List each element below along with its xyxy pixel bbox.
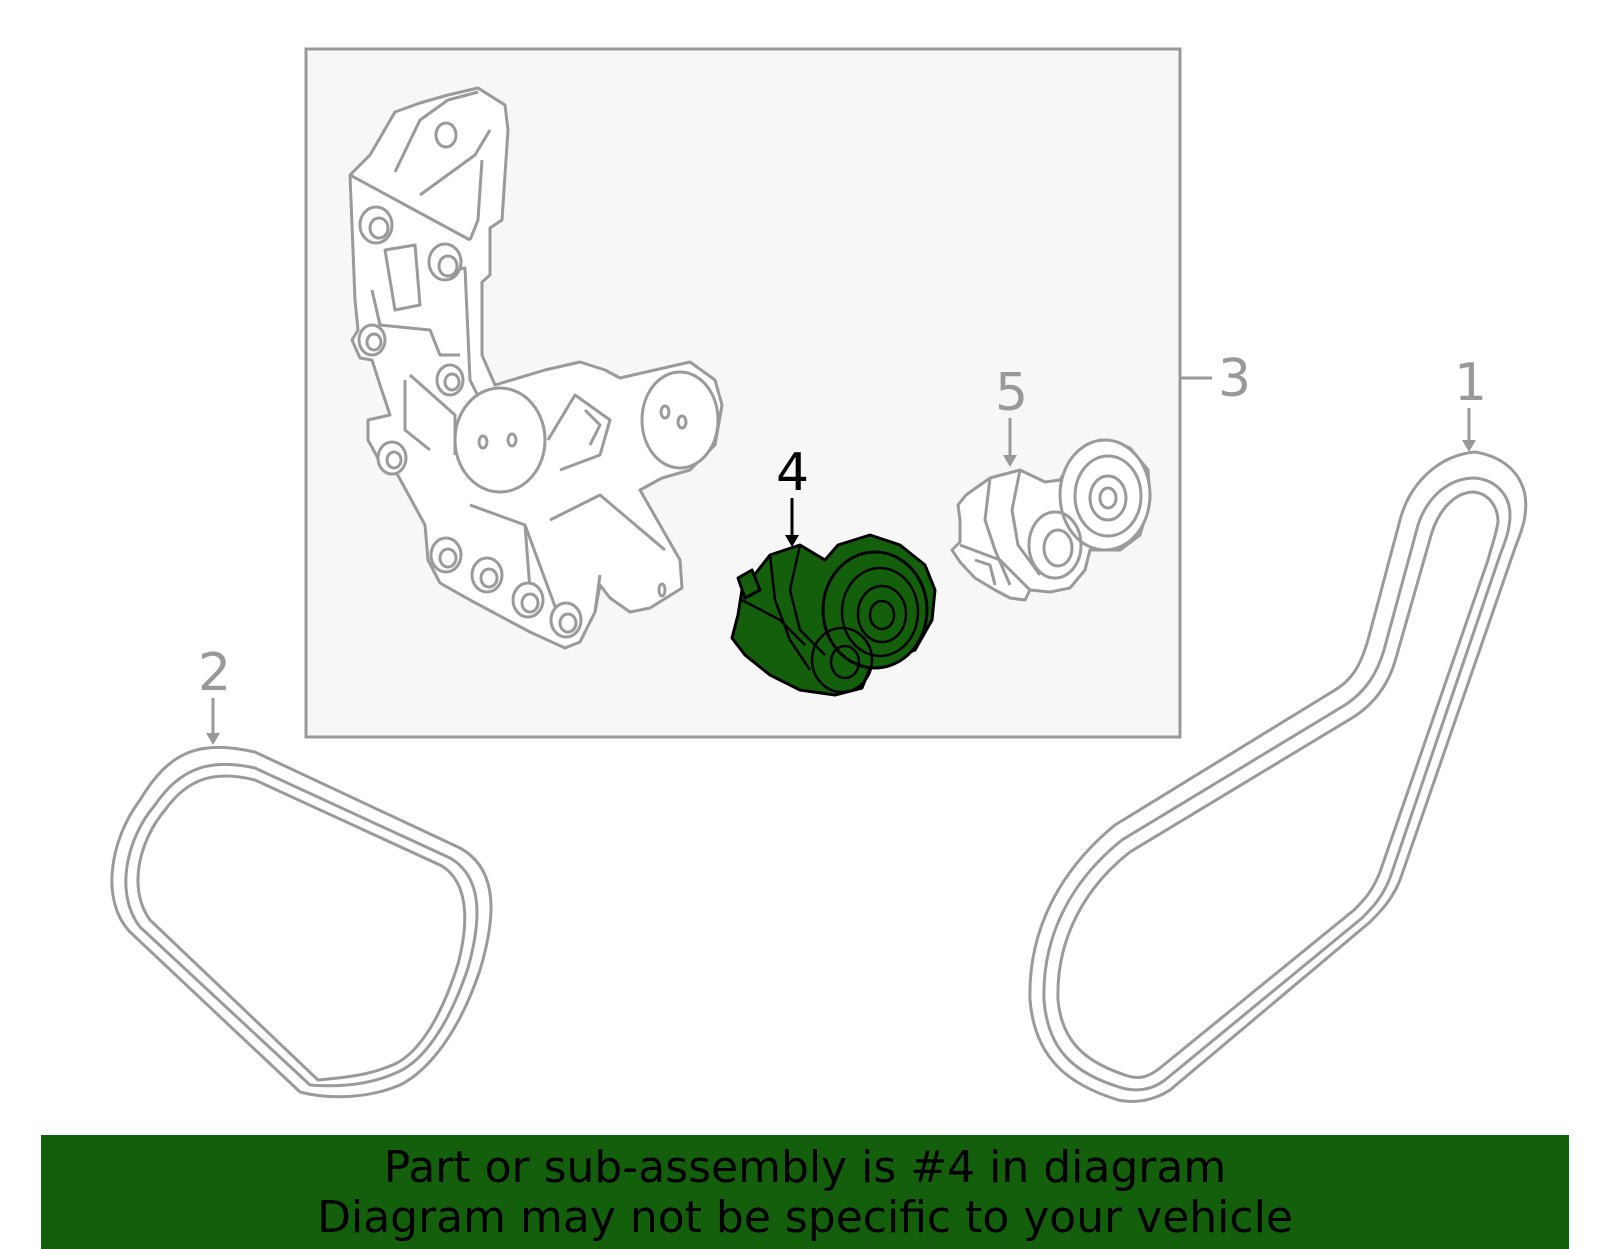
callout-5-arrowhead [1003, 455, 1017, 467]
part-2-belt [110, 745, 493, 1099]
callout-5-label: 5 [995, 363, 1028, 423]
part-4-tensioner-highlighted [730, 533, 937, 697]
info-banner: Part or sub-assembly is #4 in diagram Di… [41, 1135, 1569, 1249]
mounting-bracket [348, 86, 724, 650]
part-1-belt [1028, 450, 1528, 1104]
banner-line-1: Part or sub-assembly is #4 in diagram [383, 1142, 1227, 1193]
banner-line-2: Diagram may not be specific to your vehi… [317, 1192, 1293, 1243]
callout-1-arrowhead [1462, 440, 1476, 452]
callout-3-label: 3 [1218, 349, 1251, 409]
callout-2-label: 2 [198, 643, 231, 703]
callout-4-arrowhead [785, 535, 799, 547]
callout-4-label: 4 [776, 443, 809, 503]
callout-1-label: 1 [1454, 353, 1487, 413]
part-5-tensioner [950, 438, 1152, 602]
callout-2-arrowhead [206, 733, 220, 745]
